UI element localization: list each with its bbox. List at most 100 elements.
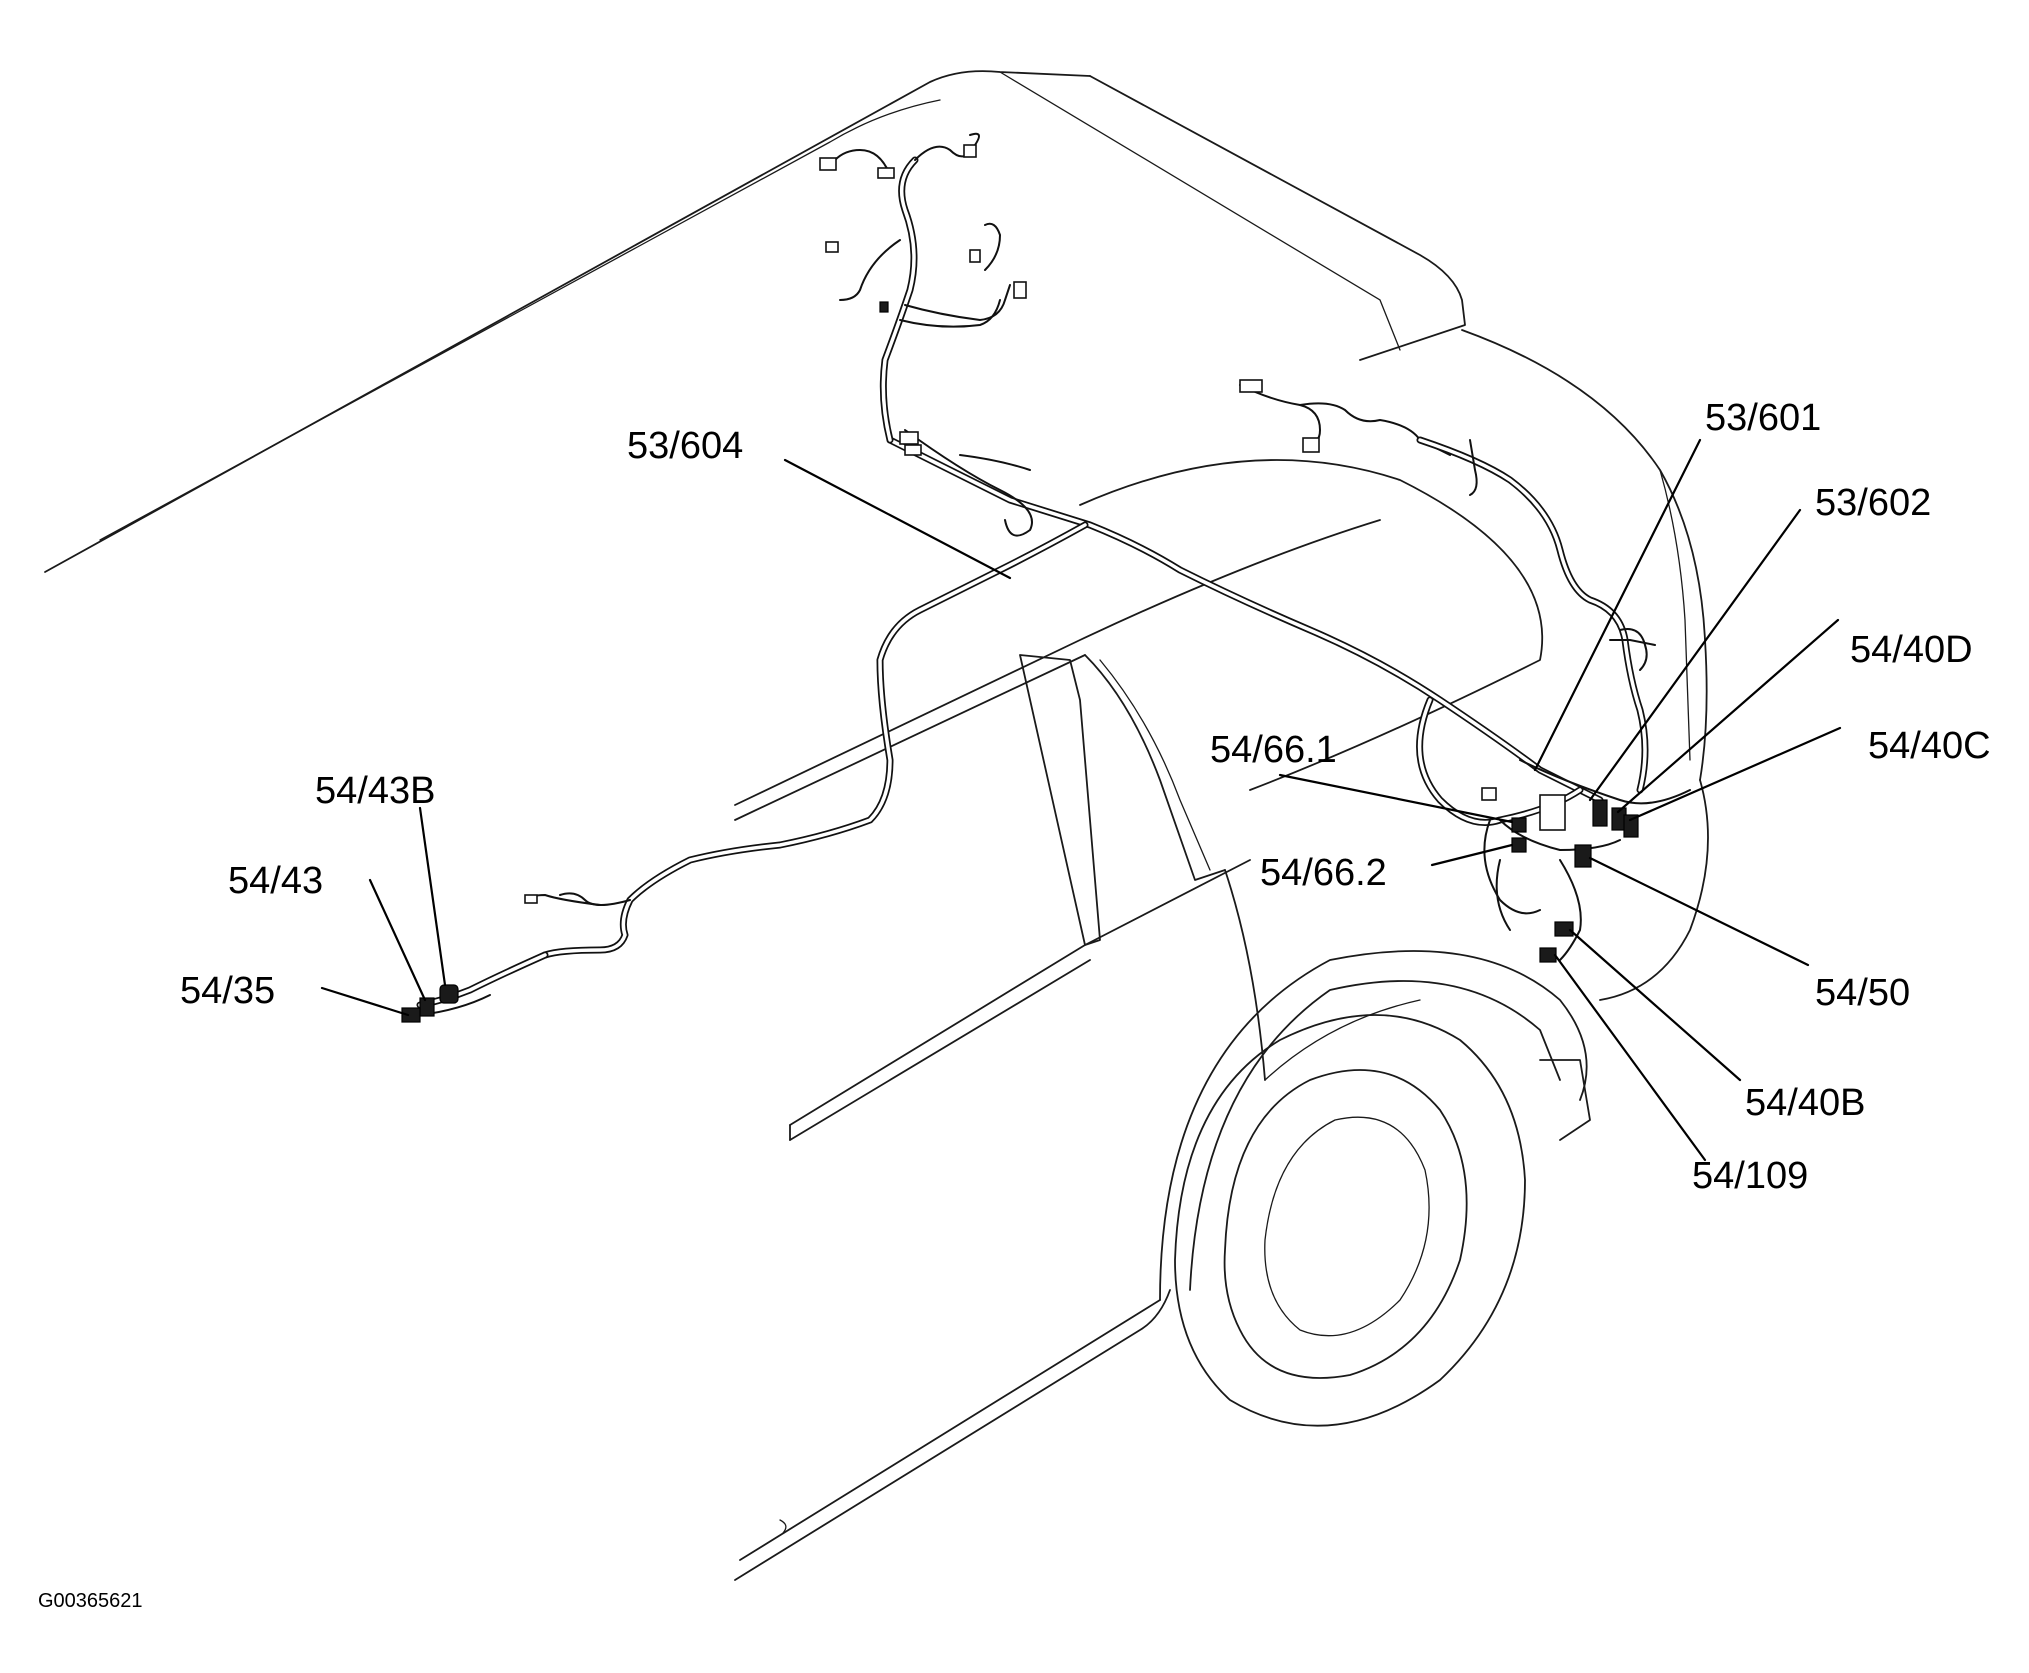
wiring-harness xyxy=(416,132,1691,1016)
leader-54-35 xyxy=(320,986,410,1017)
label-54-66-1: 54/66.1 xyxy=(1210,729,1337,771)
door-sill-upper xyxy=(789,859,1251,1126)
tire-inner xyxy=(1223,1069,1468,1379)
bumper-edge xyxy=(1539,1059,1591,1141)
tailgate-wire-a xyxy=(1239,384,1321,446)
rocker-mark xyxy=(779,1519,787,1534)
label-53-604: 53/604 xyxy=(627,425,743,467)
label-54-50: 54/50 xyxy=(1815,972,1910,1014)
rear-door-frame-inner xyxy=(1099,659,1211,871)
quarter-box xyxy=(1539,794,1566,831)
roof-connector-9 xyxy=(879,301,889,313)
leader-54-66-1 xyxy=(1278,773,1514,824)
wheel-arch-inner xyxy=(1189,980,1561,1291)
leader-54-50 xyxy=(1588,856,1810,967)
connector-54-43B xyxy=(439,984,459,1004)
roof-wire-h xyxy=(959,454,1031,471)
roof-wire-d xyxy=(904,284,1011,321)
tailgate-inner xyxy=(1659,469,1691,761)
connector-54-43 xyxy=(419,997,435,1017)
leader-54-109 xyxy=(1553,953,1707,1162)
quarter-wire-c xyxy=(1519,759,1691,805)
fender-crease xyxy=(1264,999,1421,1081)
leader-54-40B xyxy=(1568,928,1742,1082)
leader-53-602 xyxy=(1588,508,1802,802)
tailgate-connector-2 xyxy=(1302,437,1320,453)
hub-outline xyxy=(1264,1116,1430,1337)
connector-54-109 xyxy=(1539,947,1557,963)
roof-connector-1 xyxy=(819,157,837,171)
rear-door-frame xyxy=(1084,654,1226,881)
label-54-43: 54/43 xyxy=(228,860,323,902)
roof-rear-inner xyxy=(999,71,1401,351)
roof-connector-5 xyxy=(969,249,981,263)
roof-wire-f xyxy=(904,429,1033,537)
quarter-wire-d xyxy=(1559,859,1582,961)
leader-54-66-2 xyxy=(1430,843,1514,867)
connector-54-50 xyxy=(1574,844,1592,868)
rocker-line-lower xyxy=(739,1299,1161,1561)
glass-belt-upper xyxy=(734,519,1381,806)
tailgate-wire-c xyxy=(1469,439,1478,496)
roof-connector-6 xyxy=(1013,281,1027,299)
connector-54-66-2 xyxy=(1511,837,1527,853)
leader-53-604 xyxy=(783,458,1012,580)
label-54-40D: 54/40D xyxy=(1850,629,1973,671)
rear-door-rear-edge xyxy=(1224,869,1266,1081)
side-branch-pigtail xyxy=(529,894,601,906)
label-53-602: 53/602 xyxy=(1815,482,1931,524)
label-54-109: 54/109 xyxy=(1692,1155,1808,1197)
tailgate-wire-d xyxy=(1619,628,1648,671)
tailgate-wire-b xyxy=(1299,402,1451,456)
leader-54-40C xyxy=(1628,726,1842,822)
connector-54-40C xyxy=(1623,814,1639,838)
label-53-601: 53/601 xyxy=(1705,397,1821,439)
roof-rear-edge xyxy=(1089,75,1466,361)
quarter-wire-b xyxy=(1483,819,1541,915)
leader-54-40D xyxy=(1616,618,1840,814)
rear-quarter-window xyxy=(1079,459,1544,791)
roof-left-edge xyxy=(44,70,1091,573)
door-sill-lower xyxy=(789,959,1091,1141)
vehicle-outline xyxy=(44,70,1709,1581)
leader-53-601 xyxy=(1533,438,1702,772)
connector-54-40B xyxy=(1554,921,1574,937)
roof-connector-3 xyxy=(963,144,977,158)
tailgate-edge xyxy=(1461,329,1708,781)
connectors xyxy=(401,799,1639,1023)
tailgate-connector-1 xyxy=(1239,379,1263,393)
label-54-66-2: 54/66.2 xyxy=(1260,852,1387,894)
leader-54-43B xyxy=(418,806,447,987)
glass-belt-lower xyxy=(734,654,1086,821)
label-54-43B: 54/43B xyxy=(315,770,435,812)
quarter-small-connector xyxy=(1481,787,1497,801)
leader-lines xyxy=(320,438,1842,1162)
wheel-arch-outer xyxy=(1159,950,1588,1301)
roof-branch xyxy=(879,156,919,444)
roof-left-inner-edge xyxy=(99,99,941,541)
side-branch-wire xyxy=(559,892,631,906)
roof-wire-c xyxy=(839,239,901,301)
roof-connector-7 xyxy=(899,431,919,445)
side-branch xyxy=(541,521,1089,959)
roof-wire-g xyxy=(984,222,1001,271)
quarter-wire-e xyxy=(1495,859,1511,931)
side-branch-end xyxy=(524,894,538,904)
roof-wire-b xyxy=(834,149,891,176)
connector-54-35 xyxy=(401,1007,421,1023)
label-54-40B: 54/40B xyxy=(1745,1082,1865,1124)
tire-outer xyxy=(1174,1014,1526,1427)
rear-door-pillar xyxy=(1019,654,1101,946)
roof-connector-8 xyxy=(904,444,922,456)
callout-labels: 53/604 53/601 53/602 54/40D 54/40C 54/66… xyxy=(38,397,1991,1612)
figure-id: G00365621 xyxy=(38,1590,143,1612)
label-54-40C: 54/40C xyxy=(1868,725,1991,767)
roof-wire-e xyxy=(899,299,1001,328)
connector-53-602 xyxy=(1592,799,1608,827)
roof-connector-4 xyxy=(825,241,839,253)
connector-54-66-1 xyxy=(1511,817,1527,833)
label-54-35: 54/35 xyxy=(180,970,275,1012)
tailgate-wire-e xyxy=(1609,639,1656,646)
tailgate-harness xyxy=(1416,436,1649,794)
